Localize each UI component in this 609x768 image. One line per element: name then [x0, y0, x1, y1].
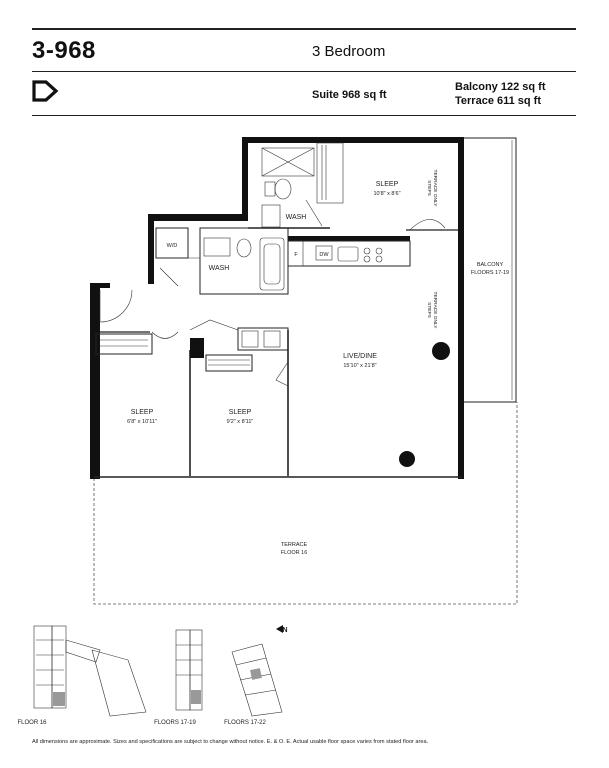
top-rule — [32, 28, 576, 30]
entry-door-swing — [99, 289, 133, 323]
terrace-area: Terrace 611 sq ft — [455, 95, 542, 107]
wash-1-label: WASH — [286, 214, 307, 221]
keyplan-floor-16 — [33, 625, 147, 717]
wash-1-toilet — [274, 178, 292, 200]
wall-top — [242, 137, 464, 143]
wall-left — [90, 283, 100, 479]
keyplan-label-16: FLOOR 16 — [17, 720, 47, 726]
balcony-floors: FLOORS 17-19 — [471, 270, 509, 276]
suite-area: Suite 968 sq ft — [312, 89, 387, 101]
outdoor-areas: Balcony 122 sq ft Terrace 611 sq ft — [455, 80, 545, 108]
wash-1-sink — [261, 204, 281, 228]
sleep-2-closet — [95, 333, 153, 355]
sleep-2-dim: 6'8" x 10'11" — [127, 419, 157, 425]
sleep-2-label: SLEEP — [131, 409, 154, 416]
column — [190, 338, 204, 358]
terrace-only-note-2: TERRACE ONLY — [432, 292, 438, 330]
compass-label: N — [282, 627, 287, 634]
kitchen-wall — [288, 236, 410, 241]
dishwasher-label: DW — [319, 252, 329, 258]
column-2 — [399, 451, 415, 467]
live-dine-label: LIVE/DINE — [343, 353, 377, 360]
sleep-3-closet — [205, 354, 253, 372]
master-sleep-dim: 10'8" x 8'6" — [373, 191, 400, 197]
terrace-label: TERRACE — [281, 542, 308, 548]
wash-2-room — [199, 227, 289, 295]
shower — [261, 147, 315, 177]
wall-mid-top — [148, 214, 248, 221]
terrace-outline — [93, 402, 518, 605]
wall-upper-left — [242, 137, 248, 217]
bathtub — [259, 237, 285, 291]
wall-left-top — [90, 283, 110, 288]
wall-right — [458, 137, 464, 479]
keyplan-label-17-19: FLOORS 17-19 — [154, 720, 196, 726]
terrace-only-note-2b: STEPS — [426, 302, 432, 318]
unit-type: 3 Bedroom — [312, 43, 386, 60]
cooktop-island — [237, 327, 289, 351]
wall-utility-left — [148, 214, 154, 284]
compass-arrow-icon — [276, 625, 283, 633]
column-1 — [432, 342, 450, 360]
kitchen-counter — [287, 240, 411, 267]
balcony-area: Balcony 122 sq ft — [455, 81, 546, 93]
keyplan-label-17-22: FLOORS 17-22 — [224, 720, 266, 726]
suite-code: 3-968 — [32, 37, 96, 64]
header-divider — [32, 71, 576, 72]
wash-2-label: WASH — [209, 265, 230, 272]
terrace-only-note-1: TERRACE ONLY — [432, 170, 438, 208]
wd-label: W/D — [167, 243, 178, 249]
master-closet — [316, 142, 344, 204]
live-dine-dim: 15'10" x 21'8" — [343, 363, 376, 369]
keyplan-floors-17-19 — [175, 629, 203, 711]
balcony-label: BALCONY — [477, 262, 504, 268]
disclaimer: All dimensions are approximate. Sizes an… — [32, 739, 429, 745]
fridge-label: F — [294, 252, 298, 258]
sleep-3-label: SLEEP — [229, 409, 252, 416]
header-bottom-rule — [32, 115, 576, 116]
terrace-only-note-1b: STEPS — [426, 180, 432, 196]
keyplan-floors-17-22 — [231, 643, 283, 717]
terrace-floors: FLOOR 16 — [281, 550, 308, 556]
sleep-3-dim: 9'2" x 8'11" — [227, 419, 254, 425]
master-sleep-label: SLEEP — [376, 181, 399, 188]
brand-logo-icon — [32, 80, 59, 102]
